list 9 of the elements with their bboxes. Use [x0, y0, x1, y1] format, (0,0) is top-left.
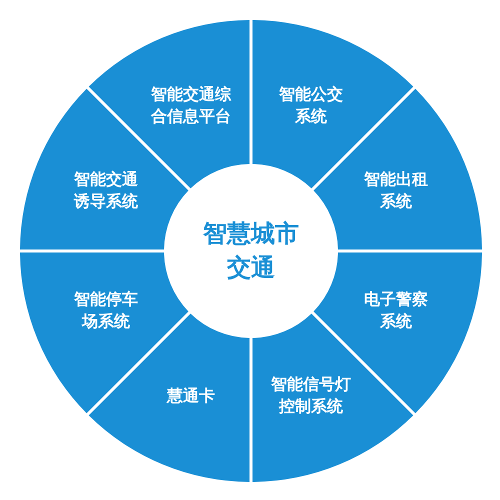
segment-label: 电子警察系统 — [363, 288, 430, 334]
segment-label: 智能交通综合信息平台 — [150, 84, 232, 128]
segment-label: 智能信号灯控制系统 — [270, 374, 352, 418]
segment-label: 智能交通诱导系统 — [72, 168, 139, 213]
segment-label: 智能公交系统 — [278, 84, 344, 128]
segment-label: 智能出租系统 — [363, 168, 430, 213]
segment-label: 慧通卡 — [166, 384, 215, 407]
segment-label: 智能停车场系统 — [72, 288, 139, 334]
center-label: 智慧城市交通 — [202, 218, 300, 283]
